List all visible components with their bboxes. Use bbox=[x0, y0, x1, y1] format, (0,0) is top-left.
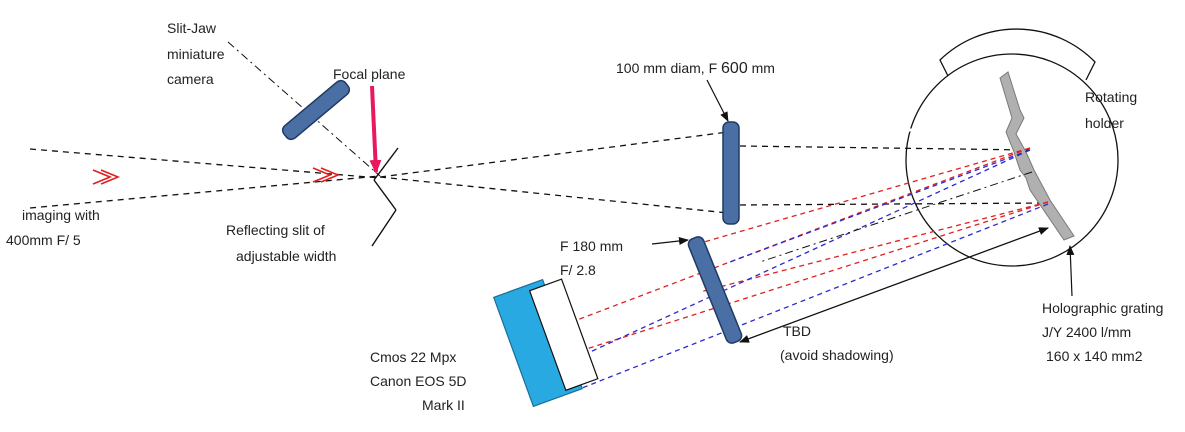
slit-jaw-label: Slit-Jaw miniature camera bbox=[167, 20, 228, 87]
tbd-distance-arrow bbox=[739, 227, 1049, 343]
input-beam bbox=[29, 41, 381, 209]
camera-lens-label: F 180 mm F/ 2.8 bbox=[560, 238, 627, 278]
collimator-lens bbox=[722, 121, 740, 225]
grating-label: Holographic grating J/Y 2400 l/mm 160 x … bbox=[1042, 300, 1167, 364]
collimator-label: 100 mm diam, F 600 mm bbox=[616, 60, 775, 77]
focal-plane-arrow bbox=[369, 85, 382, 174]
tbd-label: TBD (avoid shadowing) bbox=[780, 323, 894, 363]
beam-direction-chevrons bbox=[92, 167, 341, 185]
reflecting-slit-label: Reflecting slit of adjustable width bbox=[226, 222, 336, 264]
sensor-label: Cmos 22 Mpx Canon EOS 5D Mark II bbox=[370, 349, 470, 413]
cmos-sensor bbox=[492, 278, 599, 408]
camera-lens bbox=[687, 236, 743, 344]
collimator-label-arrow bbox=[706, 79, 729, 122]
reflecting-slit bbox=[371, 147, 399, 247]
focal-plane-label: Focal plane bbox=[333, 66, 406, 82]
camera-lens-label-arrow bbox=[651, 237, 689, 245]
holographic-grating bbox=[999, 71, 1075, 241]
rotating-holder bbox=[905, 28, 1119, 267]
red-dispersed-rays bbox=[576, 147, 1049, 353]
slit-jaw-camera-optic bbox=[281, 79, 351, 141]
slit-to-collimator-beam bbox=[379, 131, 729, 214]
rotating-holder-label: Rotating holder bbox=[1085, 89, 1141, 131]
imaging-label: imaging with 400mm F/ 5 bbox=[6, 207, 104, 248]
grating-label-arrow bbox=[1066, 245, 1075, 297]
collimated-beam bbox=[739, 145, 1049, 206]
